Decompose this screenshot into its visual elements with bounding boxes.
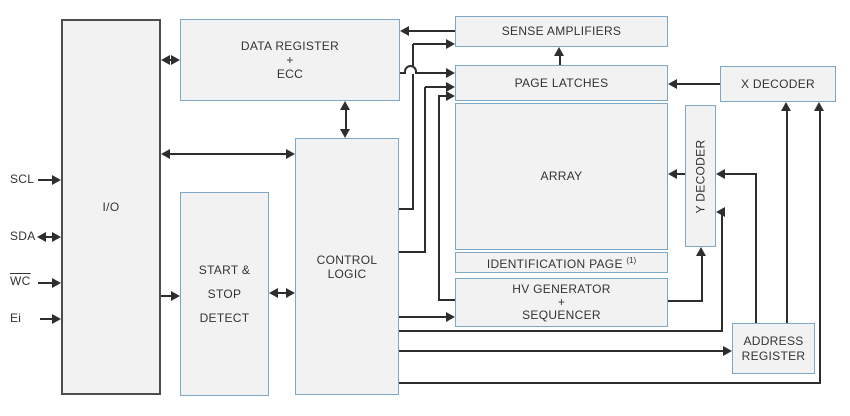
connector-xdec-latches — [676, 83, 720, 85]
block-sense-amplifiers: SENSE AMPLIFIERS — [455, 16, 668, 47]
signal-label-scl: SCL — [10, 172, 35, 186]
connector-control-addr — [399, 350, 724, 352]
connector-io-control — [168, 153, 287, 155]
connector-hv-ydec-v — [701, 255, 703, 302]
arrowhead-icon — [400, 26, 409, 36]
block-identification-page-label: IDENTIFICATION PAGE (1) — [486, 256, 637, 271]
block-identification-page: IDENTIFICATION PAGE (1) — [455, 252, 668, 273]
block-data-register-label: DATA REGISTER + ECC — [240, 39, 340, 81]
signal-label-ei: Ei — [10, 311, 22, 325]
arrowhead-icon — [446, 39, 455, 49]
block-control-logic-label: CONTROL LOGIC — [316, 252, 378, 281]
arrowhead-icon — [286, 288, 295, 298]
block-array-label: ARRAY — [540, 169, 583, 183]
connector-control-sense-v — [412, 44, 414, 210]
arrowhead-icon — [286, 149, 295, 159]
signal-label-sda: SDA — [10, 229, 36, 243]
connector-control-sense-h1 — [399, 208, 414, 210]
arrowhead-icon — [171, 291, 180, 301]
arrowhead-icon — [52, 175, 61, 185]
connector-io-datareg — [167, 59, 173, 61]
connector-io-startstop — [161, 295, 173, 297]
block-start-stop-detect: START & STOP DETECT — [180, 192, 269, 396]
arrowhead-icon — [554, 47, 564, 56]
block-address-register-label: ADDRESS REGISTER — [741, 333, 806, 363]
arrowhead-icon — [716, 169, 725, 179]
connector-control-ydec-h1 — [399, 330, 723, 332]
arrowhead-icon — [668, 79, 677, 89]
connector-sda — [45, 236, 54, 238]
arrowhead-icon — [696, 247, 706, 256]
block-sense-amplifiers-label: SENSE AMPLIFIERS — [501, 24, 622, 38]
connector-datareg-latches-b — [416, 72, 448, 74]
connector-hv-latches-h2 — [438, 95, 447, 97]
arrowhead-icon — [171, 55, 180, 65]
block-io-label: I/O — [102, 199, 120, 214]
arrowhead-icon — [446, 82, 455, 92]
connector-ydec-array — [676, 173, 686, 175]
connector-latches-sense — [559, 54, 561, 66]
arrowhead-icon — [446, 68, 455, 78]
connector-addr-xdec — [786, 110, 788, 323]
arrowhead-icon — [716, 207, 725, 217]
connector-hv-latches-h1 — [438, 299, 455, 301]
connector-sense-datareg — [408, 30, 455, 32]
block-x-decoder-label: X DECODER — [740, 76, 816, 91]
connector-control-sense-h2 — [413, 43, 447, 45]
connector-scl — [38, 179, 54, 181]
block-page-latches: PAGE LATCHES — [455, 65, 668, 101]
block-array: ARRAY — [455, 103, 668, 250]
signal-label-wc: WC — [10, 274, 31, 288]
block-control-logic: CONTROL LOGIC — [295, 138, 399, 395]
connector-control-hv — [399, 316, 447, 318]
arrowhead-icon — [446, 312, 455, 322]
connector-datareg-control — [345, 108, 347, 131]
arrowhead-icon — [340, 101, 350, 110]
block-page-latches-label: PAGE LATCHES — [514, 75, 609, 90]
arrowhead-icon — [723, 346, 732, 356]
arrowhead-icon — [814, 102, 824, 111]
block-address-register: ADDRESS REGISTER — [732, 323, 815, 374]
connector-control-latches-v — [424, 87, 426, 253]
connector-addr-ydec-v — [755, 173, 757, 323]
connector-datareg-latches-a — [400, 72, 406, 74]
connector-startstop-control — [276, 292, 287, 294]
connector-control-latches-h1 — [399, 251, 426, 253]
arrowhead-icon — [161, 149, 170, 159]
line-jump — [404, 65, 417, 74]
block-data-register: DATA REGISTER + ECC — [180, 19, 400, 101]
connector-control-xdec-h — [399, 382, 821, 384]
connector-hv-ydec-h — [668, 300, 703, 302]
arrowhead-icon — [269, 288, 278, 298]
arrowhead-icon — [161, 55, 170, 65]
arrowhead-icon — [781, 102, 791, 111]
arrowhead-icon — [37, 232, 46, 242]
arrowhead-icon — [52, 232, 61, 242]
block-y-decoder: Y DECODER — [685, 105, 716, 247]
connector-ei — [40, 318, 53, 320]
connector-control-xdec-v — [819, 110, 821, 384]
arrowhead-icon — [52, 278, 61, 288]
block-start-stop-detect-label: START & STOP DETECT — [198, 263, 251, 325]
arrowhead-icon — [446, 91, 455, 101]
connector-addr-ydec-h — [724, 173, 757, 175]
block-y-decoder-label: Y DECODER — [693, 139, 708, 213]
block-x-decoder: X DECODER — [720, 66, 836, 102]
connector-hv-latches-v — [438, 96, 440, 301]
arrowhead-icon — [668, 169, 677, 179]
connector-control-ydec-v — [721, 211, 723, 332]
arrowhead-icon — [340, 129, 350, 138]
connector-control-latches-h2 — [425, 86, 447, 88]
block-hv-generator: HV GENERATOR + SEQUENCER — [455, 278, 668, 327]
block-hv-generator-label: HV GENERATOR + SEQUENCER — [512, 282, 611, 322]
connector-wc — [38, 282, 53, 284]
block-io: I/O — [61, 19, 161, 395]
arrowhead-icon — [52, 314, 61, 324]
